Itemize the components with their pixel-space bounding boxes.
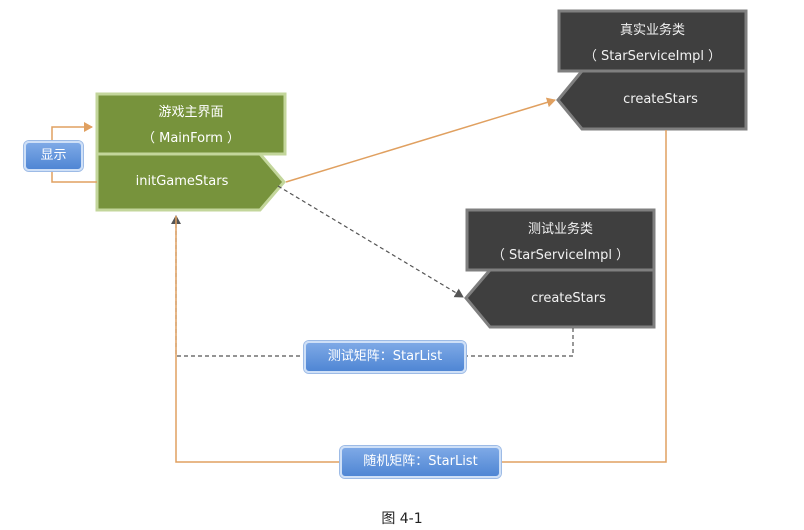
main-form-method: initGameStars [135,174,229,189]
real-service-method: createStars [623,92,698,107]
random-matrix-label: 随机矩阵：StarList [340,446,501,478]
test-service-subtitle: （ StarServiceImpl ） [491,248,630,263]
link-to-real-service [285,97,556,183]
figure-caption: 图 4-1 [381,511,423,527]
test-service-method: createStars [531,291,606,306]
main-form-method-box [95,152,286,212]
link-to-test-service [277,185,464,298]
test-matrix-label: 测试矩阵：StarList [304,341,466,373]
real-service-title: 真实业务类 [619,23,685,38]
main-form-title: 游戏主界面 [158,105,224,120]
main-form-subtitle: （ MainForm ） [141,131,241,146]
show-link-bottom [51,168,97,183]
real-service-method-box [556,69,748,131]
show-label: 显示 [24,141,83,171]
test-service-method-box [464,268,656,329]
real-service-subtitle: （ StarServiceImpl ） [583,49,722,64]
main-form-title-box [95,92,287,156]
test-service-title: 测试业务类 [527,222,593,237]
show-link-top [51,122,93,141]
